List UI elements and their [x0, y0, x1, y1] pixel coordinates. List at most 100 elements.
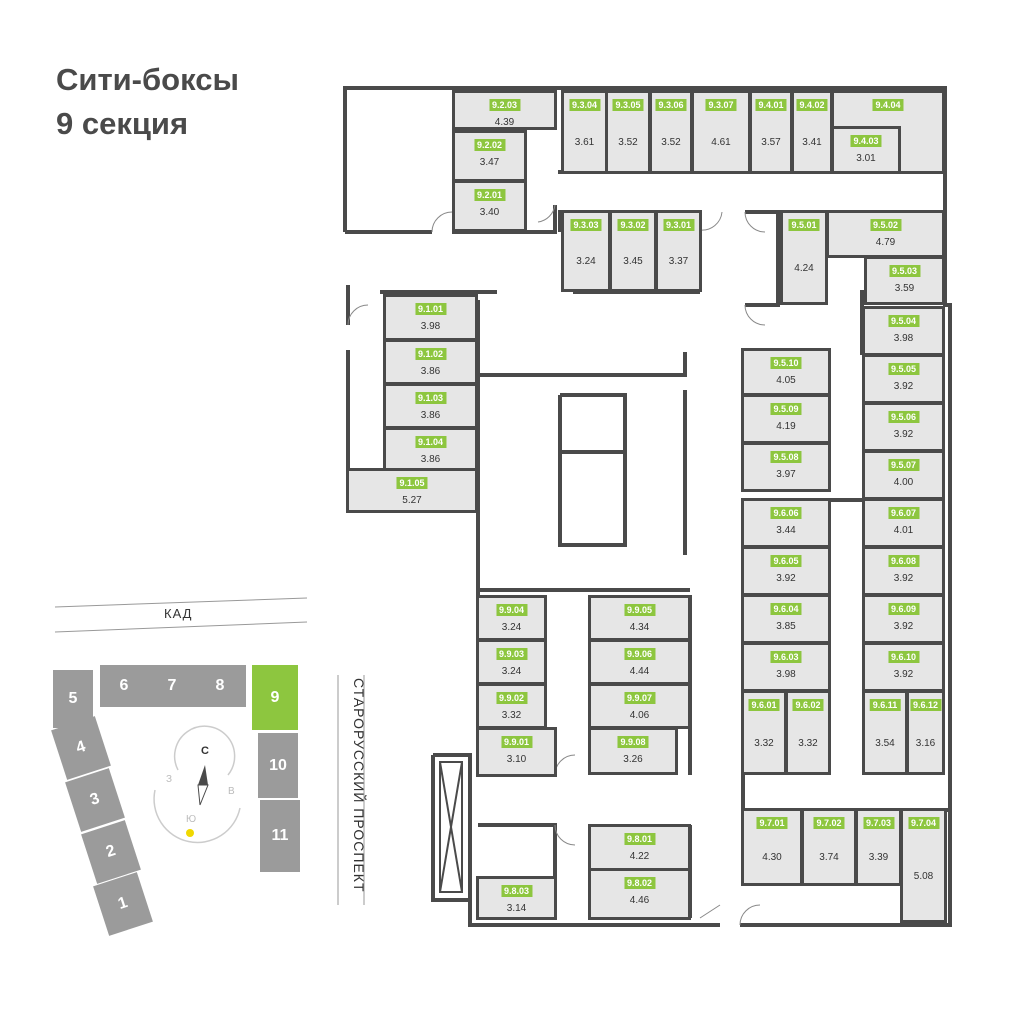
unit-number-badge: 9.6.03 — [770, 651, 802, 663]
storage-unit[interactable]: 9.5.01 4.24 — [780, 210, 828, 305]
site-building-6: 6 — [100, 665, 148, 707]
unit-area: 3.32 — [501, 710, 522, 721]
unit-area: 4.34 — [629, 622, 650, 633]
unit-area: 4.24 — [794, 262, 814, 274]
unit-number-badge: 9.5.06 — [887, 411, 920, 423]
unit-area: 3.57 — [761, 137, 781, 148]
unit-area: 3.44 — [776, 525, 796, 536]
unit-number-badge: 9.4.03 — [850, 135, 882, 147]
unit-area: 3.92 — [893, 621, 914, 632]
unit-area: 3.16 — [915, 737, 936, 749]
storage-unit[interactable]: 9.5.08 3.97 — [741, 442, 831, 492]
unit-area: 3.14 — [506, 903, 527, 914]
road-kad-label: КАД — [164, 606, 193, 621]
unit-number-badge: 9.2.03 — [488, 99, 521, 111]
unit-area: 4.44 — [629, 666, 650, 677]
unit-number-badge: 9.6.09 — [887, 603, 920, 615]
unit-number-badge: 9.5.01 — [788, 219, 820, 231]
unit-area: 3.54 — [875, 737, 895, 749]
unit-area: 5.27 — [402, 495, 422, 506]
unit-area: 3.52 — [661, 137, 681, 148]
unit-area: 3.97 — [776, 469, 796, 480]
unit-area: 4.39 — [494, 117, 515, 128]
unit-area: 4.01 — [893, 525, 914, 536]
storage-unit[interactable]: 9.9.01 3.10 — [476, 727, 557, 777]
unit-number-badge: 9.3.07 — [705, 99, 737, 111]
storage-unit[interactable]: 9.7.03 3.39 — [855, 808, 902, 886]
unit-area: 3.85 — [776, 621, 796, 632]
unit-number-badge: 9.8.03 — [500, 885, 533, 897]
unit-area: 3.24 — [501, 622, 522, 633]
unit-number-badge: 9.4.02 — [796, 99, 828, 111]
storage-unit[interactable]: 9.8.03 3.14 — [476, 876, 557, 920]
unit-area: 3.92 — [893, 381, 914, 392]
unit-area: 3.24 — [576, 256, 596, 267]
unit-number-badge: 9.5.09 — [770, 403, 802, 415]
compass-needle-north — [198, 765, 208, 785]
storage-unit[interactable]: 9.9.08 3.26 — [588, 727, 678, 775]
unit-number-badge: 9.6.06 — [770, 507, 802, 519]
unit-area: 3.98 — [420, 321, 441, 332]
unit-area: 3.26 — [623, 754, 643, 765]
unit-area: 3.92 — [893, 669, 914, 680]
storage-unit[interactable]: 9.2.03 4.39 — [452, 90, 557, 130]
unit-number-badge: 9.9.08 — [617, 736, 649, 748]
site-building-11: 11 — [260, 800, 300, 872]
unit-number-badge: 9.5.08 — [770, 451, 802, 463]
unit-number-badge: 9.1.04 — [414, 436, 447, 448]
unit-number-badge: 9.3.04 — [568, 99, 601, 111]
unit-area: 3.39 — [868, 852, 889, 863]
unit-number-badge: 9.2.01 — [473, 189, 506, 201]
unit-number-badge: 9.7.02 — [813, 817, 845, 829]
unit-area: 3.10 — [506, 754, 527, 765]
unit-area: 3.32 — [754, 737, 774, 749]
unit-number-badge: 9.3.05 — [612, 99, 644, 111]
unit-number-badge: 9.5.02 — [869, 219, 902, 231]
unit-area: 4.06 — [629, 710, 650, 721]
unit-number-badge: 9.3.02 — [617, 219, 649, 231]
compass-south-label: Ю — [186, 814, 197, 825]
unit-number-badge: 9.9.02 — [495, 692, 528, 704]
unit-area: 4.79 — [875, 237, 896, 248]
unit-number-badge: 9.3.03 — [570, 219, 602, 231]
unit-number-badge: 9.9.01 — [500, 736, 533, 748]
unit-number-badge: 9.7.03 — [862, 817, 895, 829]
unit-area: 3.92 — [893, 573, 914, 584]
storage-unit[interactable]: 9.5.02 4.79 — [826, 210, 945, 258]
unit-area: 4.22 — [629, 851, 650, 862]
unit-area: 3.52 — [618, 137, 638, 148]
unit-area: 4.00 — [893, 477, 914, 488]
